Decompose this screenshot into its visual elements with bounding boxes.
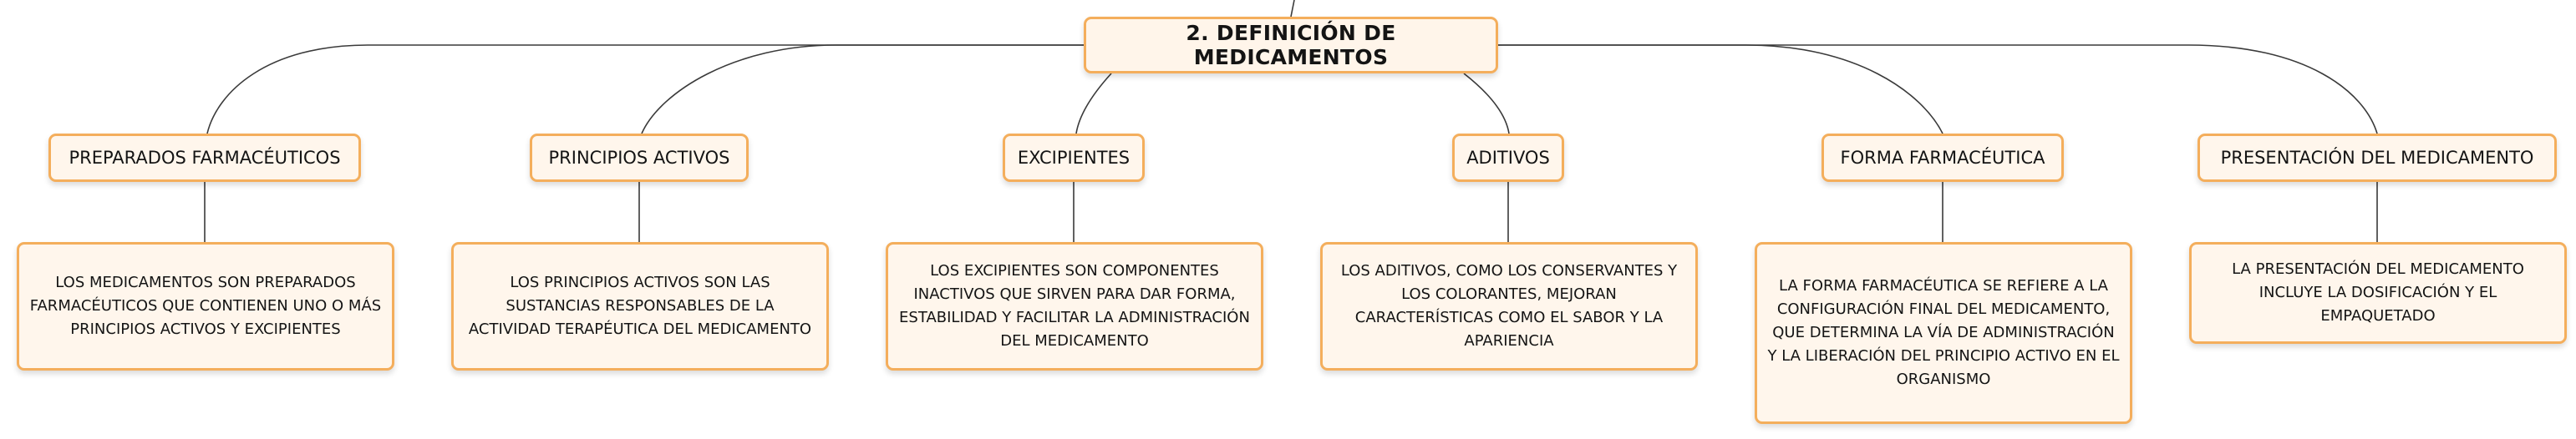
description-preparados-farmaceuticos[interactable]: LOS MEDICAMENTOS SON PREPARADOS FARMACÉU… xyxy=(17,242,394,371)
connector-root-aditivos xyxy=(1463,73,1510,134)
connector-root-forma xyxy=(1498,44,1943,134)
connector-root-presentacion xyxy=(1498,44,2378,134)
topic-presentacion-del-medicamento[interactable]: PRESENTACIÓN DEL MEDICAMENTO xyxy=(2197,134,2557,182)
root-topic[interactable]: 2. DEFINICIÓN DE MEDICAMENTOS xyxy=(1084,17,1498,73)
topic-forma-farmaceutica[interactable]: FORMA FARMACÉUTICA xyxy=(1821,134,2064,182)
topic-excipientes[interactable]: EXCIPIENTES xyxy=(1003,134,1145,182)
topic-principios-activos[interactable]: PRINCIPIOS ACTIVOS xyxy=(530,134,749,182)
description-principios-activos[interactable]: LOS PRINCIPIOS ACTIVOS SON LAS SUSTANCIA… xyxy=(451,242,829,371)
connector-root-principios xyxy=(641,44,1084,134)
incoming-connector xyxy=(1290,0,1295,18)
connector-root-excipientes xyxy=(1075,73,1112,134)
topic-preparados-farmaceuticos[interactable]: PREPARADOS FARMACÉUTICOS xyxy=(48,134,361,182)
description-aditivos[interactable]: LOS ADITIVOS, COMO LOS CONSERVANTES Y LO… xyxy=(1320,242,1698,371)
topic-aditivos[interactable]: ADITIVOS xyxy=(1452,134,1564,182)
description-forma-farmaceutica[interactable]: LA FORMA FARMACÉUTICA SE REFIERE A LA CO… xyxy=(1755,242,2132,424)
connector-root-preparados xyxy=(206,44,1084,134)
description-presentacion-del-medicamento[interactable]: LA PRESENTACIÓN DEL MEDICAMENTO INCLUYE … xyxy=(2189,242,2567,344)
description-excipientes[interactable]: LOS EXCIPIENTES SON COMPONENTES INACTIVO… xyxy=(886,242,1263,371)
